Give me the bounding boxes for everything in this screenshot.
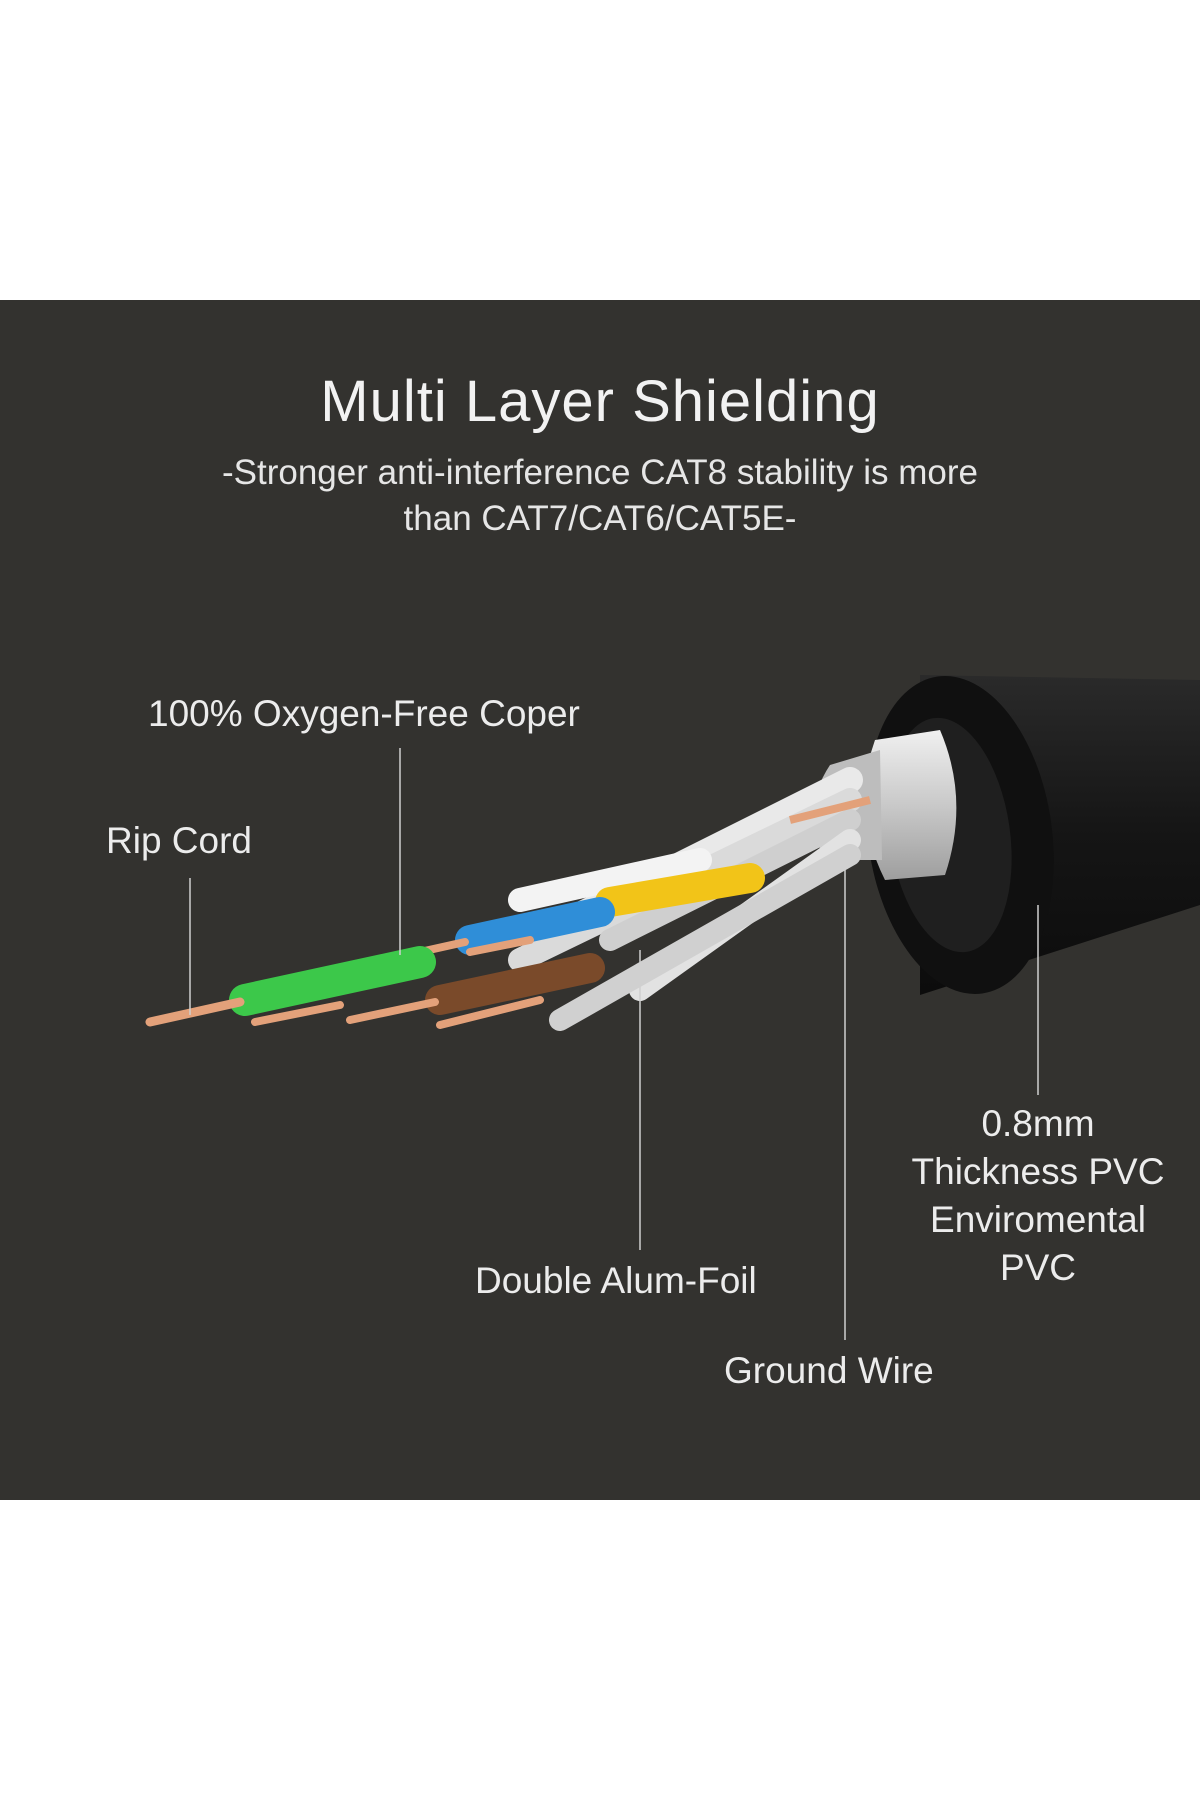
leader-lines	[189, 748, 1039, 1340]
copper-label: 100% Oxygen-Free Coper	[148, 693, 580, 734]
conductor-white-stubs	[251, 936, 544, 1029]
pvc-label: 0.8mm Thickness PVC Enviromental PVC	[911, 1103, 1165, 1288]
ground-wire-label: Ground Wire	[724, 1350, 934, 1391]
page-subtitle: -Stronger anti-interference CAT8 stabili…	[221, 453, 979, 538]
foil-label: Double Alum-Foil	[475, 1260, 757, 1301]
conductor-brown	[346, 953, 605, 1024]
cable-illustration	[145, 675, 1200, 1340]
product-banner: Multi Layer Shielding -Stronger anti-int…	[0, 300, 1200, 1500]
rip-cord-label: Rip Cord	[106, 820, 252, 861]
conductor-green	[145, 946, 436, 1027]
page-title: Multi Layer Shielding	[320, 369, 880, 434]
ground-wire	[789, 796, 871, 824]
